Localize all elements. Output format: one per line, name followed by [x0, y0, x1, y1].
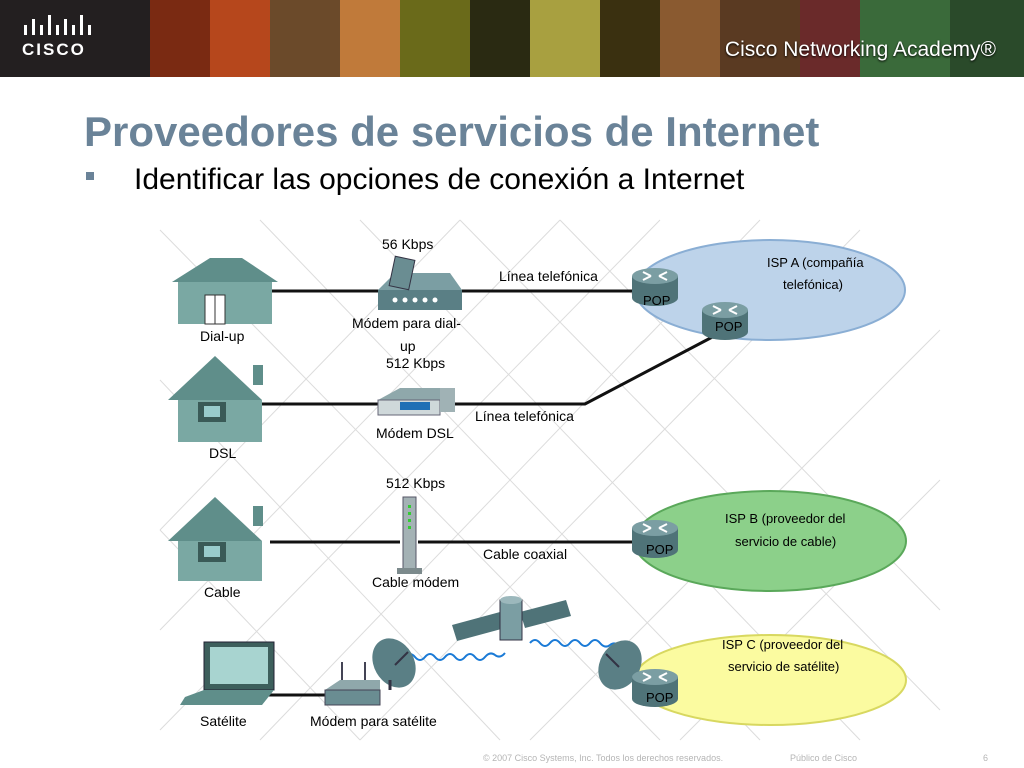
satellite-laptop-icon	[180, 641, 275, 705]
cable-modem-icon	[397, 496, 422, 574]
cable-house-label: Cable	[204, 584, 241, 600]
isp-a-label-1: ISP A (compañía	[767, 255, 864, 270]
dsl-link-2	[430, 331, 721, 406]
academy-title: Cisco Networking Academy®	[724, 38, 996, 61]
dsl-house-icon	[168, 356, 263, 442]
pop-a1-label: POP	[643, 293, 670, 308]
pop-c-label: POP	[646, 690, 673, 705]
satellite-modem-label: Módem para satélite	[310, 713, 437, 729]
footer-page-number: 6	[983, 753, 989, 763]
satellite-uplink-wave	[404, 652, 506, 661]
cable-link-label: Cable coaxial	[483, 546, 567, 562]
bullet-icon	[86, 172, 94, 180]
dsl-modem-icon	[377, 388, 455, 416]
satellite-modem-icon	[324, 662, 381, 706]
footer-classification: Público de Cisco	[790, 753, 858, 763]
cable-house-icon	[168, 497, 263, 581]
bullet-text: Identificar las opciones de conexión a I…	[134, 163, 745, 196]
isp-satellite-dish-icon	[598, 640, 642, 690]
isp-c-label-2: servicio de satélite)	[728, 659, 839, 674]
isp-a-label-2: telefónica)	[783, 277, 843, 292]
dialup-link-label: Línea telefónica	[499, 268, 598, 284]
dialup-modem-icon	[378, 255, 462, 310]
cable-modem-label: Cable módem	[372, 574, 459, 590]
isp-b-label-2: servicio de cable)	[735, 534, 836, 549]
pop-router-icon-c	[632, 669, 678, 707]
cable-speed-label: 512 Kbps	[386, 475, 445, 491]
satellite-icon	[452, 596, 571, 641]
slide-title: Proveedores de servicios de Internet	[84, 108, 820, 155]
cisco-logo-icon	[24, 15, 91, 35]
pop-router-icon-b	[632, 520, 678, 558]
isp-c-label-1: ISP C (proveedor del	[722, 637, 843, 652]
dialup-modem-label-1: Módem para dial-	[352, 315, 461, 331]
satellite-downlink-wave	[529, 639, 621, 648]
dialup-house-label: Dial-up	[200, 328, 245, 344]
pop-router-icon-a2	[702, 302, 748, 340]
pop-b-label: POP	[646, 542, 673, 557]
isp-b-label-1: ISP B (proveedor del	[725, 511, 846, 526]
dialup-modem-label-2: up	[400, 338, 416, 354]
dsl-house-label: DSL	[209, 445, 236, 461]
dsl-modem-label: Módem DSL	[376, 425, 454, 441]
satellite-device-label: Satélite	[200, 713, 247, 729]
dsl-speed-label: 512 Kbps	[386, 355, 445, 371]
pop-a2-label: POP	[715, 319, 742, 334]
home-satellite-dish-icon	[372, 638, 416, 690]
dialup-speed-label: 56 Kbps	[382, 236, 433, 252]
header-banner: CISCO Cisco Networking Academy®	[0, 0, 1024, 77]
footer-copyright: © 2007 Cisco Systems, Inc. Todos los der…	[483, 753, 724, 763]
dialup-house-icon	[172, 258, 278, 325]
cisco-logo-text: CISCO	[22, 40, 86, 59]
pop-router-icon-a1	[632, 268, 678, 306]
dsl-link-label: Línea telefónica	[475, 408, 574, 424]
